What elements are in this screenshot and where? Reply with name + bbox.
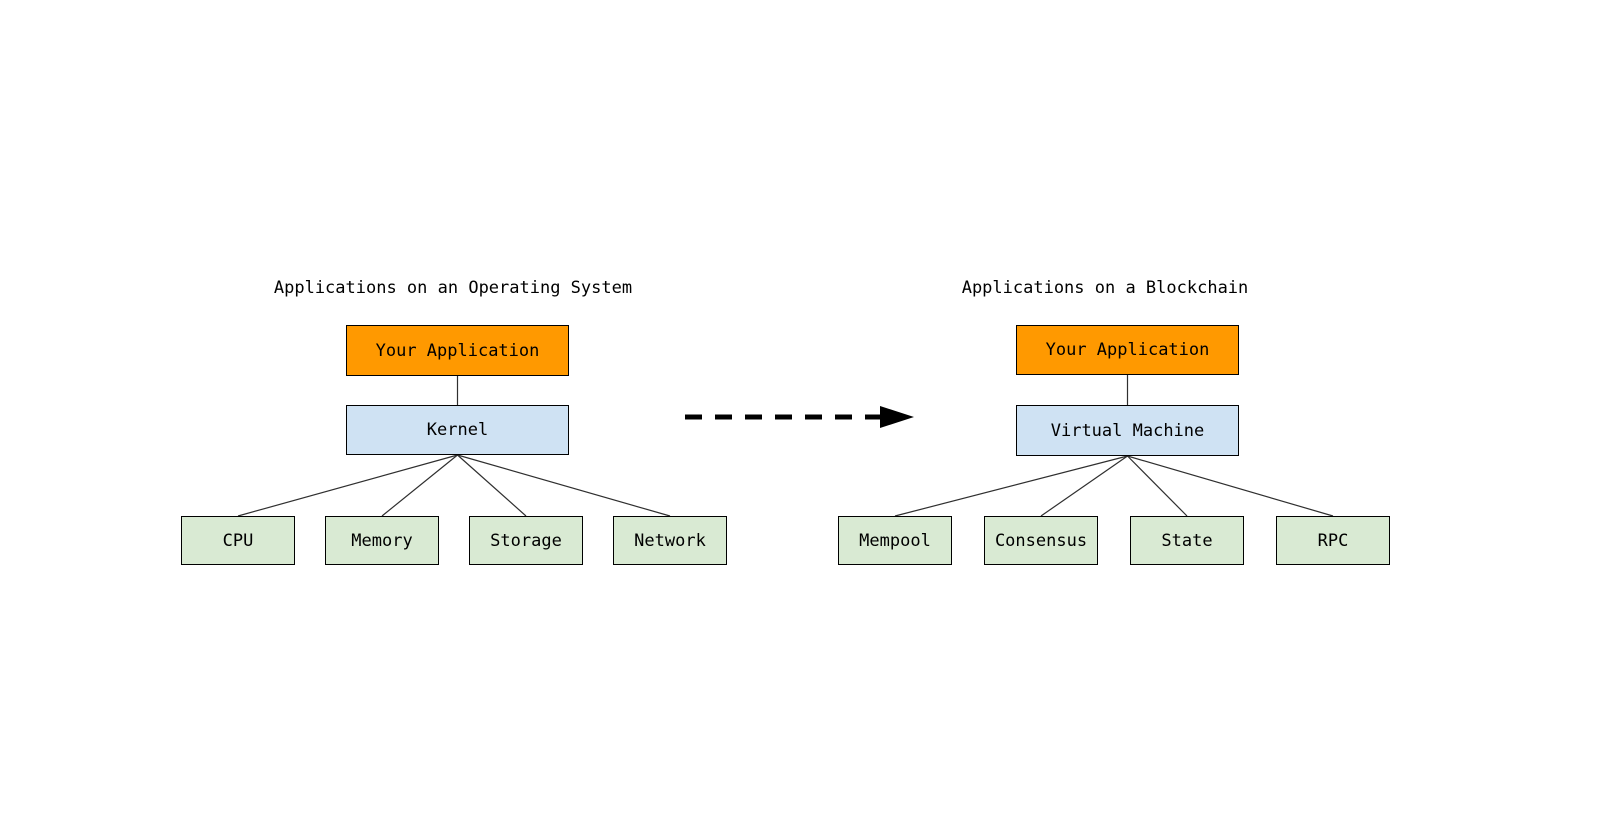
connector-line: [381, 454, 458, 517]
left-diagram-title: Applications on an Operating System: [273, 278, 633, 298]
left-kernel-box: Kernel: [346, 405, 569, 455]
connector-line: [457, 454, 671, 517]
right-component-box-mempool: Mempool: [838, 516, 952, 565]
right-component-box-consensus: Consensus: [984, 516, 1098, 565]
left-your-application-box: Your Application: [346, 325, 569, 376]
right-your-application-box: Your Application: [1016, 325, 1239, 375]
connector-line: [457, 454, 527, 517]
connector-line: [894, 455, 1128, 517]
connector-line: [1040, 455, 1128, 517]
left-component-box-network: Network: [613, 516, 727, 565]
right-component-box-rpc: RPC: [1276, 516, 1390, 565]
left-component-box-memory: Memory: [325, 516, 439, 565]
connector-line: [1127, 455, 1334, 517]
connector-line: [237, 454, 458, 517]
right-virtual-machine-box: Virtual Machine: [1016, 405, 1239, 456]
left-component-box-storage: Storage: [469, 516, 583, 565]
right-diagram-title: Applications on a Blockchain: [961, 278, 1249, 298]
arrow-head-icon: [880, 406, 914, 428]
connector-line: [1127, 455, 1188, 517]
left-component-box-cpu: CPU: [181, 516, 295, 565]
right-component-box-state: State: [1130, 516, 1244, 565]
